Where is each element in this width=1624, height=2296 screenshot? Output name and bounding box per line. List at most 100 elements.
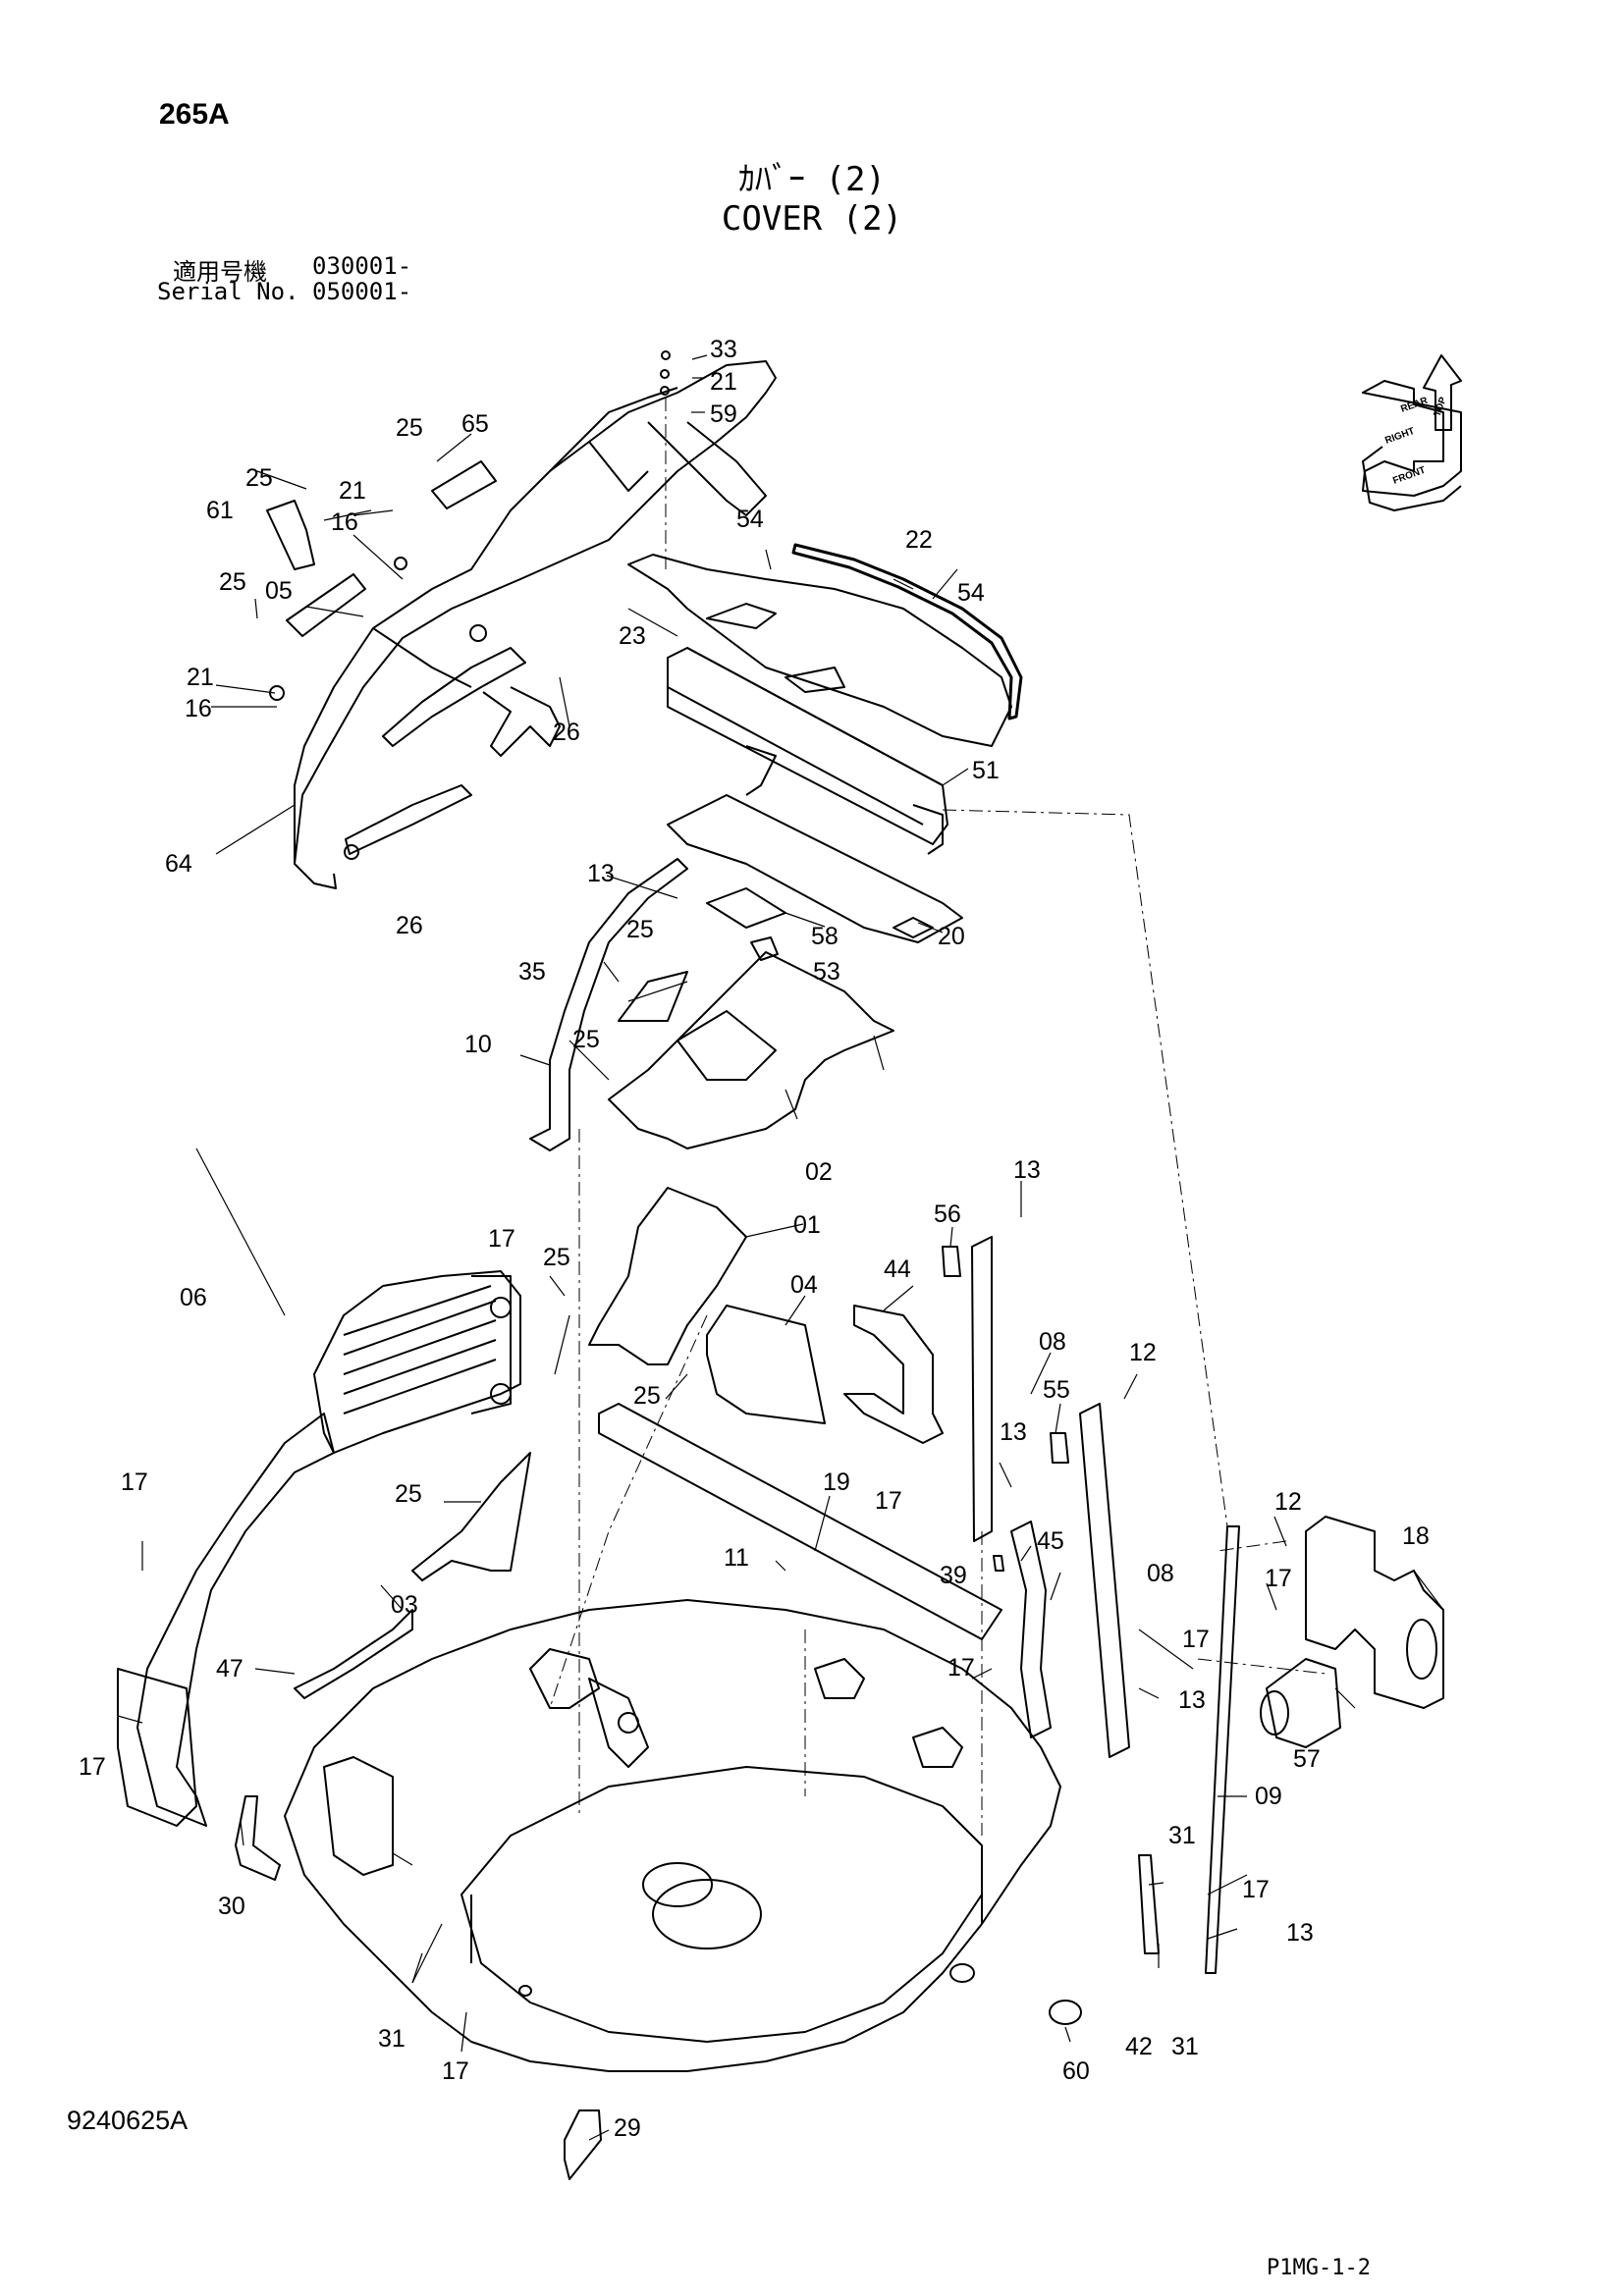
part-label: 20 xyxy=(938,923,965,950)
part-label: 03 xyxy=(391,1591,418,1619)
part-label: 35 xyxy=(518,958,546,986)
part-label: 17 xyxy=(121,1468,148,1496)
title-english: COVER (2) xyxy=(721,199,903,239)
plate-35 xyxy=(618,971,688,1022)
part-label: 17 xyxy=(947,1654,975,1682)
bracket-01 xyxy=(588,1187,747,1365)
part-label: 56 xyxy=(934,1201,961,1228)
serial-jp-label: 適用号機 xyxy=(173,258,267,286)
part-label: 47 xyxy=(216,1655,244,1682)
part-label: 53 xyxy=(813,958,840,986)
part-label: 25 xyxy=(543,1244,570,1271)
part-label: 25 xyxy=(626,916,654,943)
part-label: 13 xyxy=(1000,1418,1027,1446)
part-label: 39 xyxy=(940,1562,967,1589)
part-label: 54 xyxy=(736,506,764,533)
part-label: 33 xyxy=(710,336,737,363)
plate-02 xyxy=(608,951,894,1149)
part-label: 25 xyxy=(396,414,423,442)
bracket-42 xyxy=(1138,1854,1160,1954)
part-label: 54 xyxy=(957,579,985,607)
part-label: 25 xyxy=(245,464,273,492)
plate-55 xyxy=(1050,1432,1069,1464)
part-label: 21 xyxy=(339,477,366,505)
rod-09 xyxy=(1205,1525,1240,1974)
orientation-right-label: RIGHT xyxy=(1383,426,1416,447)
part-label: 21 xyxy=(187,664,214,691)
serial-jp-value: 030001- xyxy=(312,252,412,280)
block-18 xyxy=(1305,1516,1444,1709)
part-label: 65 xyxy=(461,410,489,438)
bracket-61 xyxy=(266,500,315,570)
part-label: 30 xyxy=(218,1893,245,1920)
cushion-57 xyxy=(1260,1658,1341,1748)
part-label: 23 xyxy=(619,622,646,650)
part-label: 16 xyxy=(331,508,358,536)
part-label: 17 xyxy=(79,1753,106,1781)
part-label: 26 xyxy=(396,912,423,939)
part-label: 25 xyxy=(572,1026,600,1053)
part-label: 17 xyxy=(442,2057,469,2085)
part-label: 09 xyxy=(1255,1783,1282,1810)
part-label: 08 xyxy=(1039,1328,1066,1356)
part-label: 08 xyxy=(1147,1560,1174,1587)
part-label: 31 xyxy=(378,2025,406,2053)
part-label: 21 xyxy=(710,368,737,396)
serial-en-value: 050001- xyxy=(312,278,412,305)
part-label: 12 xyxy=(1274,1488,1302,1516)
cover-plate-23 xyxy=(627,554,1012,747)
bracket-29 xyxy=(564,2109,602,2180)
part-label: 01 xyxy=(793,1211,821,1239)
part-label: 61 xyxy=(206,497,234,524)
grommet-60 xyxy=(1049,2000,1082,2025)
post-08 xyxy=(971,1236,993,1542)
page-code: 265A xyxy=(159,98,230,131)
part-label: 17 xyxy=(875,1487,902,1515)
bracket-04 xyxy=(706,1305,826,1424)
serial-en-label: Serial No. xyxy=(157,278,299,305)
clip-39 xyxy=(993,1555,1004,1572)
part-label: 11 xyxy=(724,1544,749,1572)
part-label: 25 xyxy=(219,568,246,596)
main-frame xyxy=(284,1599,1061,2072)
page-reference: P1MG-1-2 xyxy=(1267,2256,1371,2280)
bracket-30 xyxy=(235,1795,281,1881)
orientation-indicator-icon: TOP REAR RIGHT FRONT xyxy=(1362,354,1462,511)
frame-51 xyxy=(667,647,948,855)
part-label: 19 xyxy=(823,1468,850,1496)
part-label: 17 xyxy=(1265,1565,1292,1592)
plate-56 xyxy=(942,1246,961,1277)
part-label: 10 xyxy=(464,1031,492,1058)
bracket-45 xyxy=(1010,1521,1052,1738)
part-labels: 33 21 59 65 25 25 61 21 16 54 22 54 25 0… xyxy=(79,336,1430,2142)
part-label: 55 xyxy=(1043,1376,1070,1404)
part-label: 31 xyxy=(1168,1822,1196,1849)
part-label: 64 xyxy=(165,850,192,878)
part-label: 12 xyxy=(1129,1339,1157,1366)
part-label: 60 xyxy=(1062,2057,1090,2085)
plate-20 xyxy=(667,794,963,943)
part-label: 13 xyxy=(1013,1156,1041,1184)
part-label: 59 xyxy=(710,400,737,428)
orientation-front-label: FRONT xyxy=(1391,465,1427,487)
part-label: 44 xyxy=(884,1255,911,1283)
document-number: 9240625A xyxy=(67,2106,189,2135)
part-label: 29 xyxy=(614,2114,641,2142)
part-label: 06 xyxy=(180,1284,207,1311)
bracket-10 xyxy=(529,858,688,1151)
part-label: 51 xyxy=(972,757,1000,784)
part-label: 26 xyxy=(553,719,580,746)
part-label: 13 xyxy=(587,860,615,887)
bracket-44 xyxy=(843,1305,944,1444)
plate-05 xyxy=(286,573,366,637)
title-japanese: ｶﾊﾞｰ (2) xyxy=(738,160,886,199)
part-label: 16 xyxy=(185,695,212,722)
seal-22 xyxy=(791,543,1023,721)
plate-58 xyxy=(706,887,786,929)
part-label: 45 xyxy=(1037,1527,1064,1555)
part-label: 17 xyxy=(1242,1876,1270,1903)
part-label: 42 xyxy=(1125,2033,1153,2060)
part-label: 05 xyxy=(265,577,293,605)
part-label: 22 xyxy=(905,526,933,554)
